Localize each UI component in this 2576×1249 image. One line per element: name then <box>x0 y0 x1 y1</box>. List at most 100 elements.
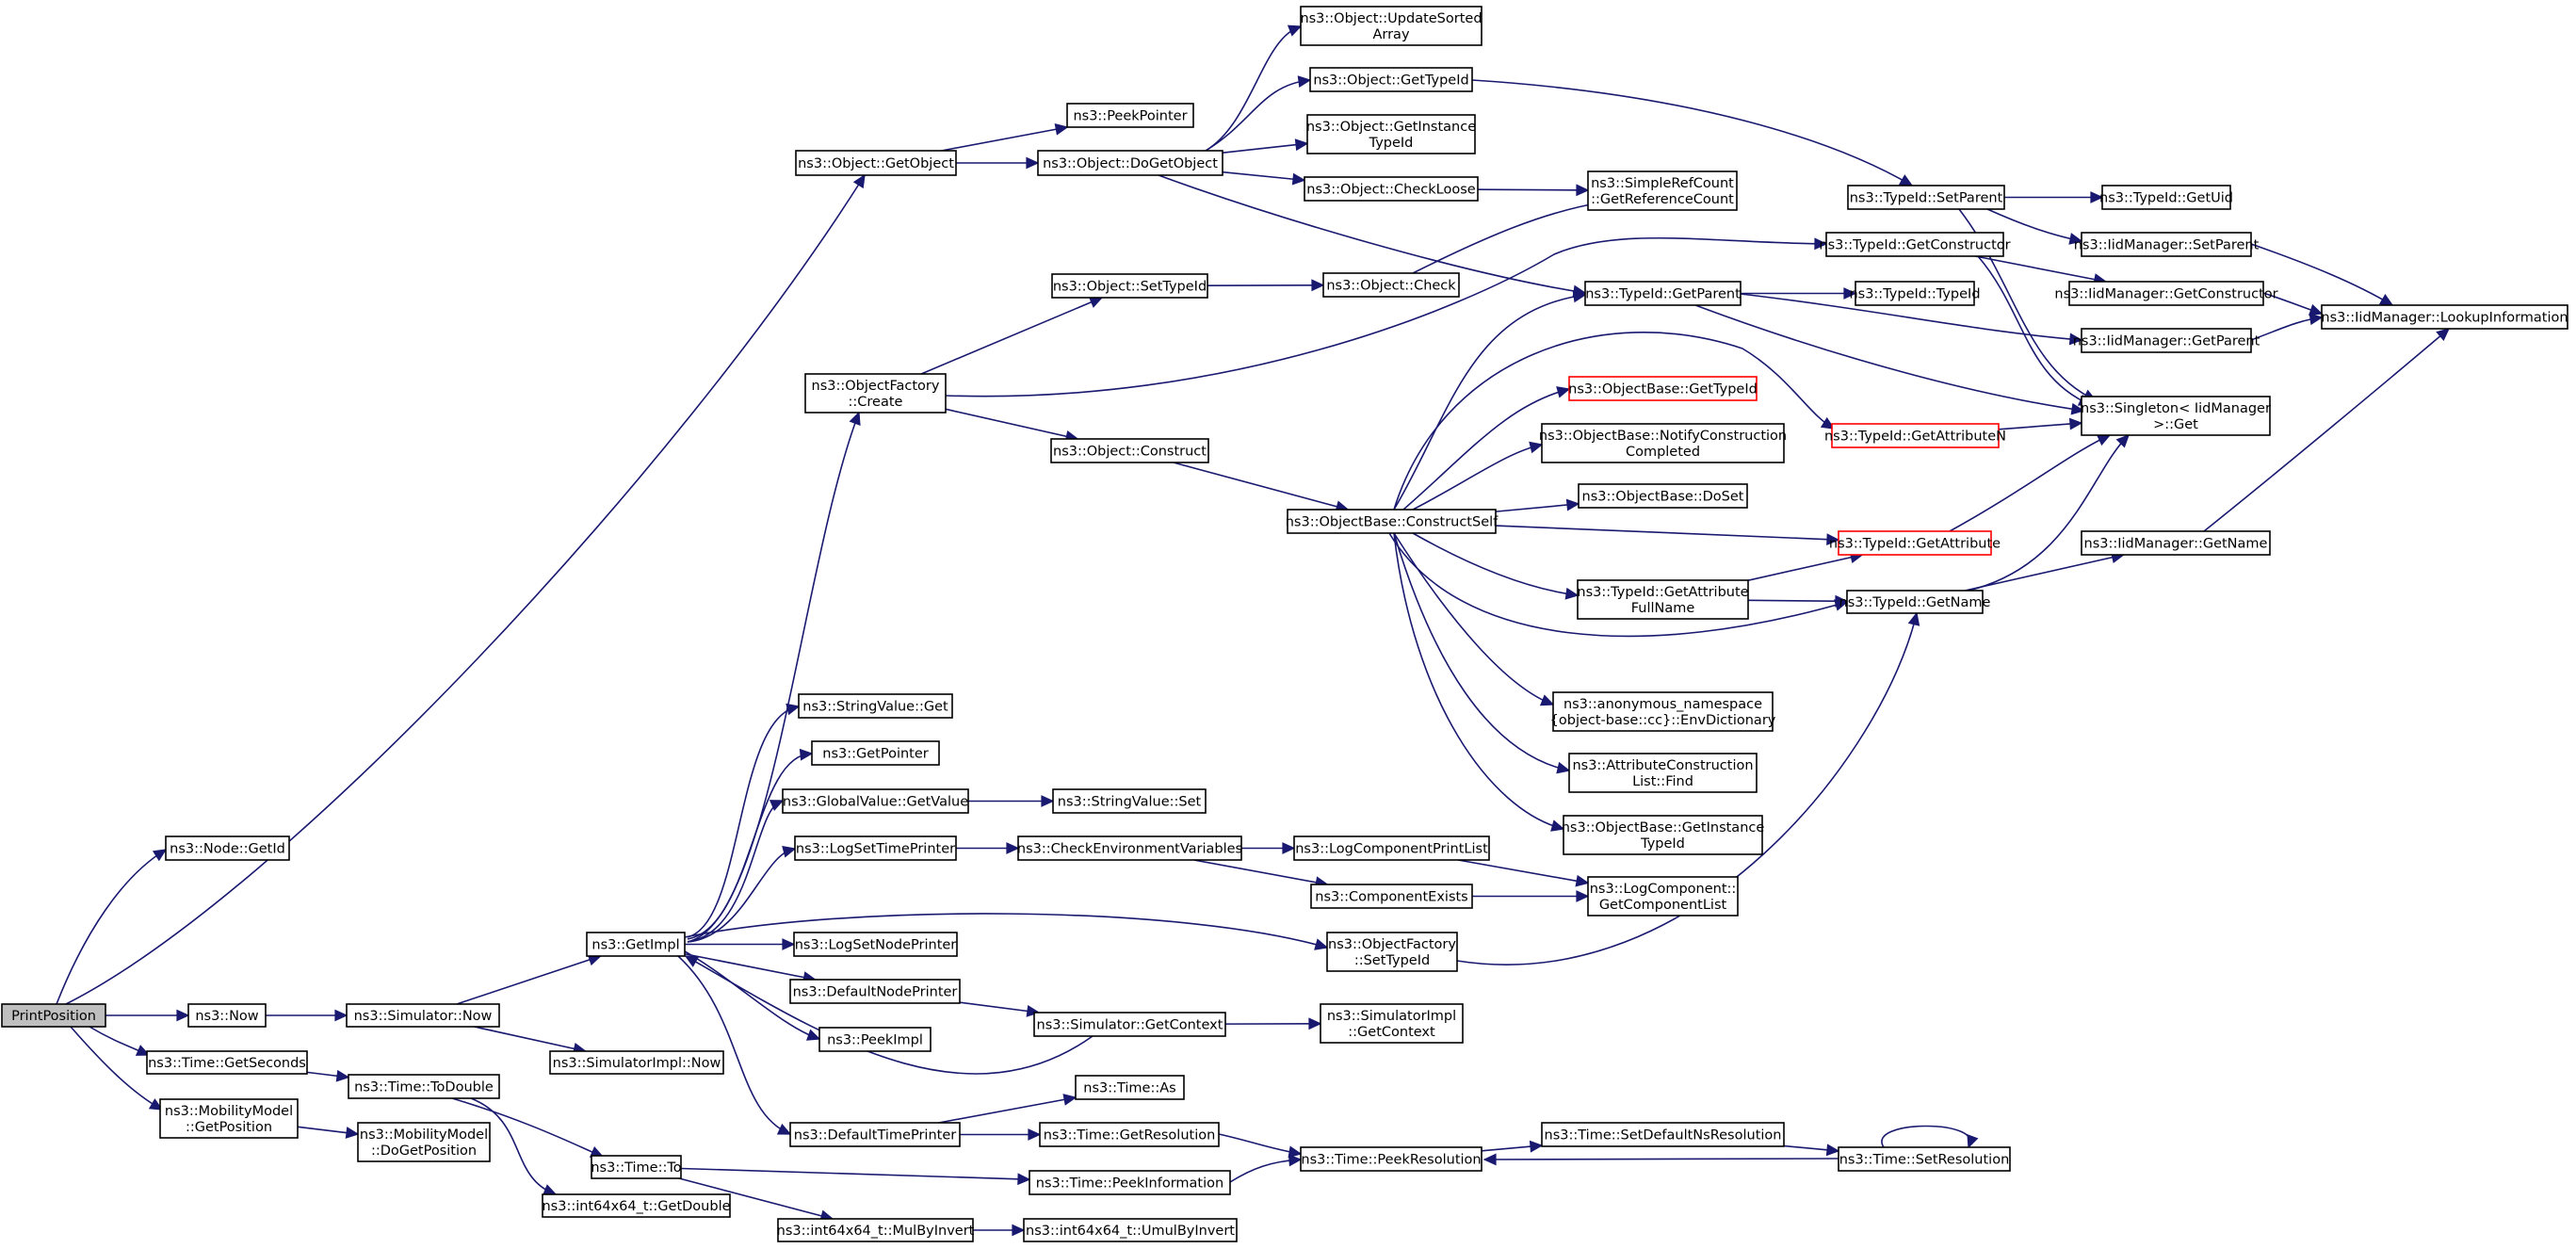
node-simulator-now[interactable]: ns3::Simulator::Now <box>346 1003 500 1028</box>
node-box <box>1322 272 1460 298</box>
node-defaulttimeprinter[interactable]: ns3::DefaultTimePrinter <box>789 1122 961 1147</box>
node-time-to[interactable]: ns3::Time::To <box>591 1155 682 1179</box>
node-label: ns3::ObjectFactory <box>812 379 940 394</box>
node-typeid-setparent[interactable]: ns3::TypeId::SetParent <box>1847 185 2005 210</box>
node-checkenvvars[interactable]: ns3::CheckEnvironmentVariables <box>1017 835 1242 861</box>
node-typeid-getname[interactable]: ns3::TypeId::GetName <box>1839 590 1991 614</box>
node-label: ns3::StringValue::Set <box>1058 795 1202 810</box>
node-componentexists[interactable]: ns3::ComponentExists <box>1310 884 1473 909</box>
edge-objectbase_constructself-to-anon_envdictionary <box>1393 532 1554 706</box>
node-singleton-get[interactable]: ns3::Singleton< IidManager>::Get <box>2081 396 2271 436</box>
node-simulator-getcontext[interactable]: ns3::Simulator::GetContext <box>1033 1012 1226 1037</box>
node-objectbase-doset[interactable]: ns3::ObjectBase::DoSet <box>1578 483 1748 509</box>
node-iidmanager-getconstructor[interactable]: ns3::IidManager::GetConstructor <box>2054 281 2278 306</box>
node-typeid-getconstructor[interactable]: ns3::TypeId::GetConstructor <box>1819 232 2011 257</box>
node-label: ns3::TypeId::GetUid <box>2099 191 2233 206</box>
node-logsetnodeprinter[interactable]: ns3::LogSetNodePrinter <box>793 932 958 957</box>
node-time-getseconds[interactable]: ns3::Time::GetSeconds <box>146 1050 308 1075</box>
node-int64-umulbyinvert[interactable]: ns3::int64x64_t::UmulByInvert <box>1023 1218 1238 1242</box>
node-iidmanager-setparent[interactable]: ns3::IidManager::SetParent <box>2074 232 2260 257</box>
node-objectbase-notifyconstructioncompleted[interactable]: ns3::ObjectBase::NotifyConstructionCompl… <box>1539 423 1787 463</box>
node-typeid-getparent[interactable]: ns3::TypeId::GetParent <box>1584 281 1742 306</box>
node-objectbase-constructself[interactable]: ns3::ObjectBase::ConstructSelf <box>1286 509 1499 534</box>
node-logsettimeprinter[interactable]: ns3::LogSetTimePrinter <box>794 835 957 861</box>
node-print-position[interactable]: PrintPosition <box>1 1003 106 1028</box>
arrowhead-print_position-to-now <box>176 1009 190 1022</box>
node-label: ::DoGetPosition <box>371 1144 477 1159</box>
node-iidmanager-getname[interactable]: ns3::IidManager::GetName <box>2081 530 2271 556</box>
node-box <box>1023 1218 1238 1242</box>
node-typeid-typeid[interactable]: ns3::TypeId::TypeId <box>1849 281 1981 306</box>
node-box <box>346 1003 500 1028</box>
node-label: ns3::Now <box>195 1009 258 1024</box>
node-peekimpl[interactable]: ns3::PeekImpl <box>818 1027 932 1052</box>
node-typeid-getattributen[interactable]: ns3::TypeId::GetAttributeN <box>1824 423 2006 448</box>
node-box <box>1825 232 2004 257</box>
node-label: ns3::Time::PeekResolution <box>1301 1153 1481 1168</box>
node-box <box>1037 150 1223 176</box>
node-typeid-getuid[interactable]: ns3::TypeId::GetUid <box>2099 185 2233 210</box>
node-int64-getdouble[interactable]: ns3::int64x64_t::GetDouble <box>542 1193 731 1218</box>
node-anon-envdictionary[interactable]: ns3::anonymous_namespace{object-base::cc… <box>1550 691 1776 732</box>
node-box <box>1541 423 1785 463</box>
arrowhead-time_getseconds-to-time_todouble <box>335 1069 350 1082</box>
node-object-checkloose[interactable]: ns3::Object::CheckLoose <box>1304 176 1479 202</box>
node-box <box>1052 788 1207 814</box>
node-objectbase-gettypeid[interactable]: ns3::ObjectBase::GetTypeId <box>1568 376 1758 401</box>
node-iidmanager-getparent[interactable]: ns3::IidManager::GetParent <box>2073 328 2260 353</box>
node-objectfactory-settypeid[interactable]: ns3::ObjectFactory::SetTypeId <box>1326 932 1458 972</box>
node-getpointer[interactable]: ns3::GetPointer <box>811 740 940 766</box>
edge-objectfactory_settypeid-to-typeid_getname <box>1456 612 1918 965</box>
node-object-settypeid[interactable]: ns3::Object::SetTypeId <box>1051 273 1208 299</box>
node-mm-getposition[interactable]: ns3::MobilityModel::GetPosition <box>159 1098 299 1139</box>
node-stringvalue-get[interactable]: ns3::StringValue::Get <box>798 693 953 719</box>
node-iidmanager-lookupinformation[interactable]: ns3::IidManager::LookupInformation <box>2321 304 2568 330</box>
arrowhead-int64_mulbyinvert-to-int64_umulbyinvert <box>1012 1224 1026 1237</box>
node-label: ns3::TypeId::GetParent <box>1585 287 1741 302</box>
node-label: ::Create <box>849 395 903 410</box>
node-mm-dogetposition[interactable]: ns3::MobilityModel::DoGetPosition <box>357 1122 491 1162</box>
node-node-getid[interactable]: ns3::Node::GetId <box>165 835 290 861</box>
node-object-construct[interactable]: ns3::Object::Construct <box>1050 438 1209 463</box>
node-globalvalue-getvalue[interactable]: ns3::GlobalValue::GetValue <box>782 788 969 814</box>
node-simulatorimpl-getcontext[interactable]: ns3::SimulatorImpl::GetContext <box>1320 1003 1464 1044</box>
node-time-as[interactable]: ns3::Time::As <box>1075 1075 1185 1100</box>
node-int64-mulbyinvert[interactable]: ns3::int64x64_t::MulByInvert <box>777 1218 975 1242</box>
node-time-peekresolution[interactable]: ns3::Time::PeekResolution <box>1300 1146 1482 1172</box>
node-object-getobject[interactable]: ns3::Object::GetObject <box>795 150 957 176</box>
node-defaultnodeprinter[interactable]: ns3::DefaultNodePrinter <box>789 979 961 1004</box>
node-label: ns3::SimpleRefCount <box>1591 176 1734 191</box>
node-now[interactable]: ns3::Now <box>187 1003 267 1028</box>
node-label: ns3::IidManager::GetConstructor <box>2054 287 2277 302</box>
node-stringvalue-set[interactable]: ns3::StringValue::Set <box>1052 788 1207 814</box>
node-typeid-getattribute[interactable]: ns3::TypeId::GetAttribute <box>1829 530 2001 556</box>
node-box <box>794 835 957 861</box>
node-object-dogetobject[interactable]: ns3::Object::DoGetObject <box>1037 150 1223 176</box>
node-simimpl-now[interactable]: ns3::SimulatorImpl::Now <box>549 1050 724 1075</box>
edge-getimpl-to-defaultnodeprinter <box>684 952 816 981</box>
edge-getimpl-to-stringvalue_get <box>687 706 800 938</box>
node-object-gettypeid[interactable]: ns3::Object::GetTypeId <box>1309 67 1473 92</box>
node-getimpl[interactable]: ns3::GetImpl <box>586 932 686 957</box>
node-time-setdefaultnsresolution[interactable]: ns3::Time::SetDefaultNsResolution <box>1541 1122 1785 1147</box>
node-objectfactory-create[interactable]: ns3::ObjectFactory::Create <box>804 373 947 414</box>
arrowhead-objectbase_constructself-to-typeid_getattributen <box>1820 416 1836 430</box>
node-box <box>1831 423 2000 448</box>
node-time-setresolution[interactable]: ns3::Time::SetResolution <box>1838 1146 2011 1172</box>
node-time-getresolution[interactable]: ns3::Time::GetResolution <box>1039 1122 1220 1147</box>
node-logcomponentprintlist[interactable]: ns3::LogComponentPrintList <box>1293 835 1490 861</box>
node-time-peekinformation[interactable]: ns3::Time::PeekInformation <box>1029 1170 1231 1195</box>
edge-objectfactory_create-to-typeid_getconstructor <box>945 236 1827 397</box>
node-time-todouble[interactable]: ns3::Time::ToDouble <box>348 1074 500 1099</box>
arrowhead-objectbase_constructself-to-objectbase_notifyconstructioncompleted <box>1529 441 1544 454</box>
node-object-check[interactable]: ns3::Object::Check <box>1322 272 1460 298</box>
node-logcomponent-getcomponentlist[interactable]: ns3::LogComponent::GetComponentList <box>1587 876 1739 916</box>
node-simplerefcount-getrefcount[interactable]: ns3::SimpleRefCount::GetReferenceCount <box>1587 170 1738 211</box>
node-peekpointer[interactable]: ns3::PeekPointer <box>1066 103 1194 128</box>
